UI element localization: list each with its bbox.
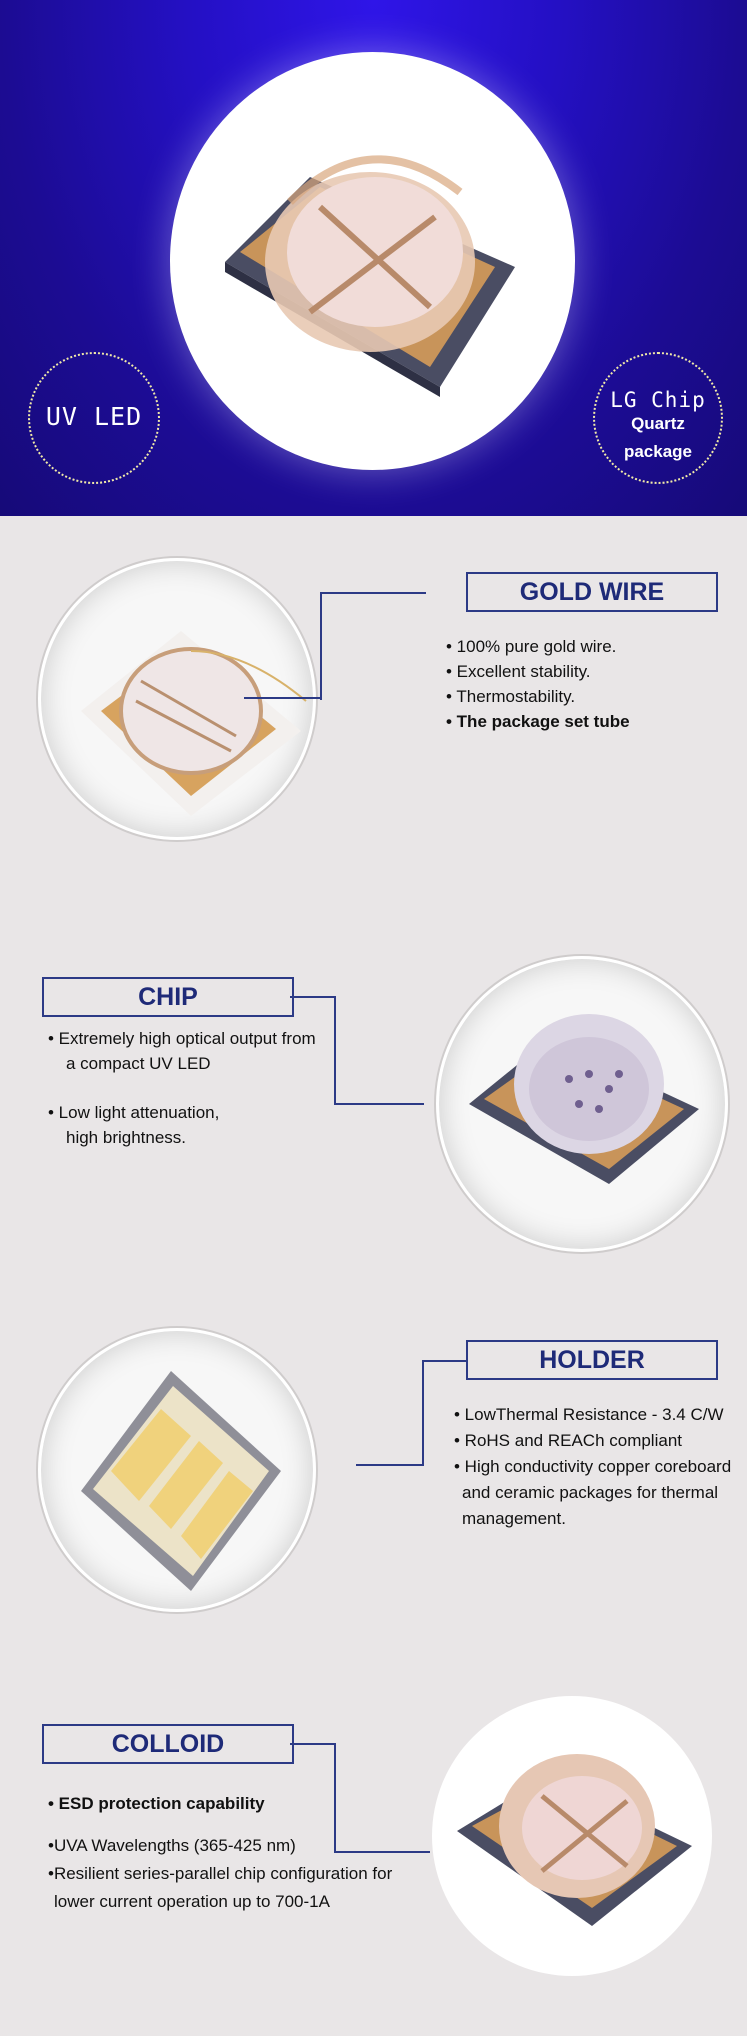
chip-photo bbox=[436, 956, 728, 1252]
holder-title: HOLDER bbox=[466, 1340, 718, 1380]
chip-connector bbox=[290, 996, 336, 1105]
badge-right-line3: package bbox=[623, 442, 693, 461]
holder-connector bbox=[422, 1360, 466, 1466]
chip-bullets: • Extremely high optical output from a c… bbox=[48, 1026, 316, 1150]
list-item: and ceramic packages for thermal bbox=[462, 1483, 719, 1502]
badge-right-line2: Quartz bbox=[631, 414, 685, 433]
list-item: lower current operation up to 700-1A bbox=[54, 1892, 330, 1911]
list-item: • Low light attenuation, bbox=[48, 1103, 220, 1122]
badge-left-label: UV LED bbox=[45, 402, 143, 431]
hero-banner: UV LED LG Chip Quartz package bbox=[0, 0, 747, 516]
hero-product-photo bbox=[170, 52, 575, 470]
list-item: • The package set tube bbox=[446, 712, 630, 731]
list-item: • RoHS and REACh compliant bbox=[454, 1431, 682, 1450]
chip-title: CHIP bbox=[42, 977, 294, 1017]
colloid-title: COLLOID bbox=[42, 1724, 294, 1764]
list-item: • High conductivity copper coreboard bbox=[454, 1457, 732, 1476]
list-item: •UVA Wavelengths (365-425 nm) bbox=[48, 1836, 296, 1855]
list-item: a compact UV LED bbox=[66, 1054, 211, 1073]
list-item: • Extremely high optical output from bbox=[48, 1029, 316, 1048]
list-item: •Resilient series-parallel chip configur… bbox=[48, 1864, 393, 1883]
uv-led-illustration bbox=[225, 155, 515, 397]
lg-chip-badge: LG Chip Quartz package bbox=[593, 352, 723, 484]
list-item: high brightness. bbox=[66, 1128, 187, 1147]
colloid-bullets: • ESD protection capability •UVA Wavelen… bbox=[48, 1790, 392, 1916]
colloid-photo bbox=[432, 1696, 712, 1976]
gold-wire-bullets: • 100% pure gold wire. • Excellent stabi… bbox=[446, 634, 630, 734]
gold-wire-connector-h bbox=[244, 697, 322, 699]
colloid-connector bbox=[290, 1743, 336, 1853]
list-item: • Excellent stability. bbox=[446, 662, 591, 681]
badge-right-line1: LG Chip bbox=[610, 388, 706, 412]
list-item: • 100% pure gold wire. bbox=[446, 637, 617, 656]
chip-connector-h bbox=[334, 1103, 424, 1105]
list-item: • Thermostability. bbox=[446, 687, 576, 706]
holder-bullets: • LowThermal Resistance - 3.4 C/W • RoHS… bbox=[454, 1402, 731, 1532]
colloid-connector-h bbox=[334, 1851, 430, 1853]
gold-wire-connector bbox=[320, 592, 426, 700]
gold-wire-photo bbox=[38, 558, 316, 840]
holder-connector-h bbox=[356, 1464, 424, 1466]
holder-photo bbox=[38, 1328, 316, 1612]
gold-wire-title: GOLD WIRE bbox=[466, 572, 718, 612]
list-item: • LowThermal Resistance - 3.4 C/W bbox=[454, 1405, 724, 1424]
list-item: management. bbox=[462, 1509, 566, 1528]
list-item: • ESD protection capability bbox=[48, 1794, 265, 1813]
uv-led-badge: UV LED bbox=[28, 352, 160, 484]
